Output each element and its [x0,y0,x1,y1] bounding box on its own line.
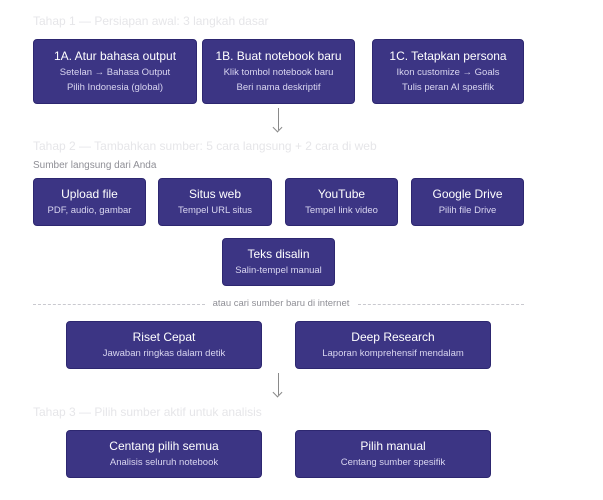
source-upload-box: Upload file PDF, audio, gambar [33,178,146,226]
select-manual-title: Pilih manual [360,438,426,453]
direct-sources-label: Sumber langsung dari Anda [33,160,157,171]
step-3-heading: Tahap 3 — Pilih sumber aktif untuk anali… [33,405,262,419]
source-upload-title: Upload file [61,186,118,201]
research-deep-title: Deep Research [351,329,435,344]
source-drive-desc: Pilih file Drive [438,204,497,216]
research-deep-box: Deep Research Laporan komprehensif menda… [295,321,491,369]
source-text-title: Teks disalin [247,246,310,261]
divider-label: atau cari sumber baru di internet [212,298,350,309]
source-youtube-box: YouTube Tempel link video [285,178,398,226]
down-arrow-icon [278,108,279,130]
source-drive-title: Google Drive [432,186,503,201]
select-manual-box: Pilih manual Centang sumber spesifik [295,430,491,478]
setup-language-line1: Setelan → Bahasa Output [59,66,171,78]
setup-language-title: 1A. Atur bahasa output [53,48,177,63]
select-manual-desc: Centang sumber spesifik [340,456,446,468]
source-upload-desc: PDF, audio, gambar [47,204,132,216]
step-1-heading: Tahap 1 — Persiapan awal: 3 langkah dasa… [33,14,269,28]
setup-persona-title: 1C. Tetapkan persona [389,48,507,63]
research-quick-box: Riset Cepat Jawaban ringkas dalam detik [66,321,262,369]
down-arrow-icon [278,373,279,395]
step-2-heading: Tahap 2 — Tambahkan sumber: 5 cara langs… [33,139,377,153]
source-drive-box: Google Drive Pilih file Drive [411,178,524,226]
source-website-box: Situs web Tempel URL situs [158,178,272,226]
source-website-desc: Tempel URL situs [177,204,253,216]
divider-left [33,304,205,305]
setup-persona-line2: Tulis peran AI spesifik [401,81,495,93]
setup-language-box: 1A. Atur bahasa output Setelan → Bahasa … [33,39,197,104]
source-youtube-desc: Tempel link video [305,204,378,216]
source-text-box: Teks disalin Salin-tempel manual [222,238,335,286]
research-quick-title: Riset Cepat [132,329,196,344]
select-all-title: Centang pilih semua [109,438,219,453]
setup-notebook-title: 1B. Buat notebook baru [215,48,342,63]
setup-language-line2: Pilih Indonesia (global) [66,81,164,93]
select-all-desc: Analisis seluruh notebook [109,456,219,468]
setup-notebook-line1: Klik tombol notebook baru [223,66,334,78]
select-all-box: Centang pilih semua Analisis seluruh not… [66,430,262,478]
research-quick-desc: Jawaban ringkas dalam detik [102,347,226,359]
setup-persona-line1: Ikon customize → Goals [396,66,500,78]
source-website-title: Situs web [188,186,242,201]
source-text-desc: Salin-tempel manual [235,264,322,276]
research-deep-desc: Laporan komprehensif mendalam [322,347,464,359]
divider-right [358,304,524,305]
source-youtube-title: YouTube [317,186,366,201]
setup-persona-box: 1C. Tetapkan persona Ikon customize → Go… [372,39,524,104]
setup-notebook-line2: Beri nama deskriptif [236,81,321,93]
setup-notebook-box: 1B. Buat notebook baru Klik tombol noteb… [202,39,355,104]
